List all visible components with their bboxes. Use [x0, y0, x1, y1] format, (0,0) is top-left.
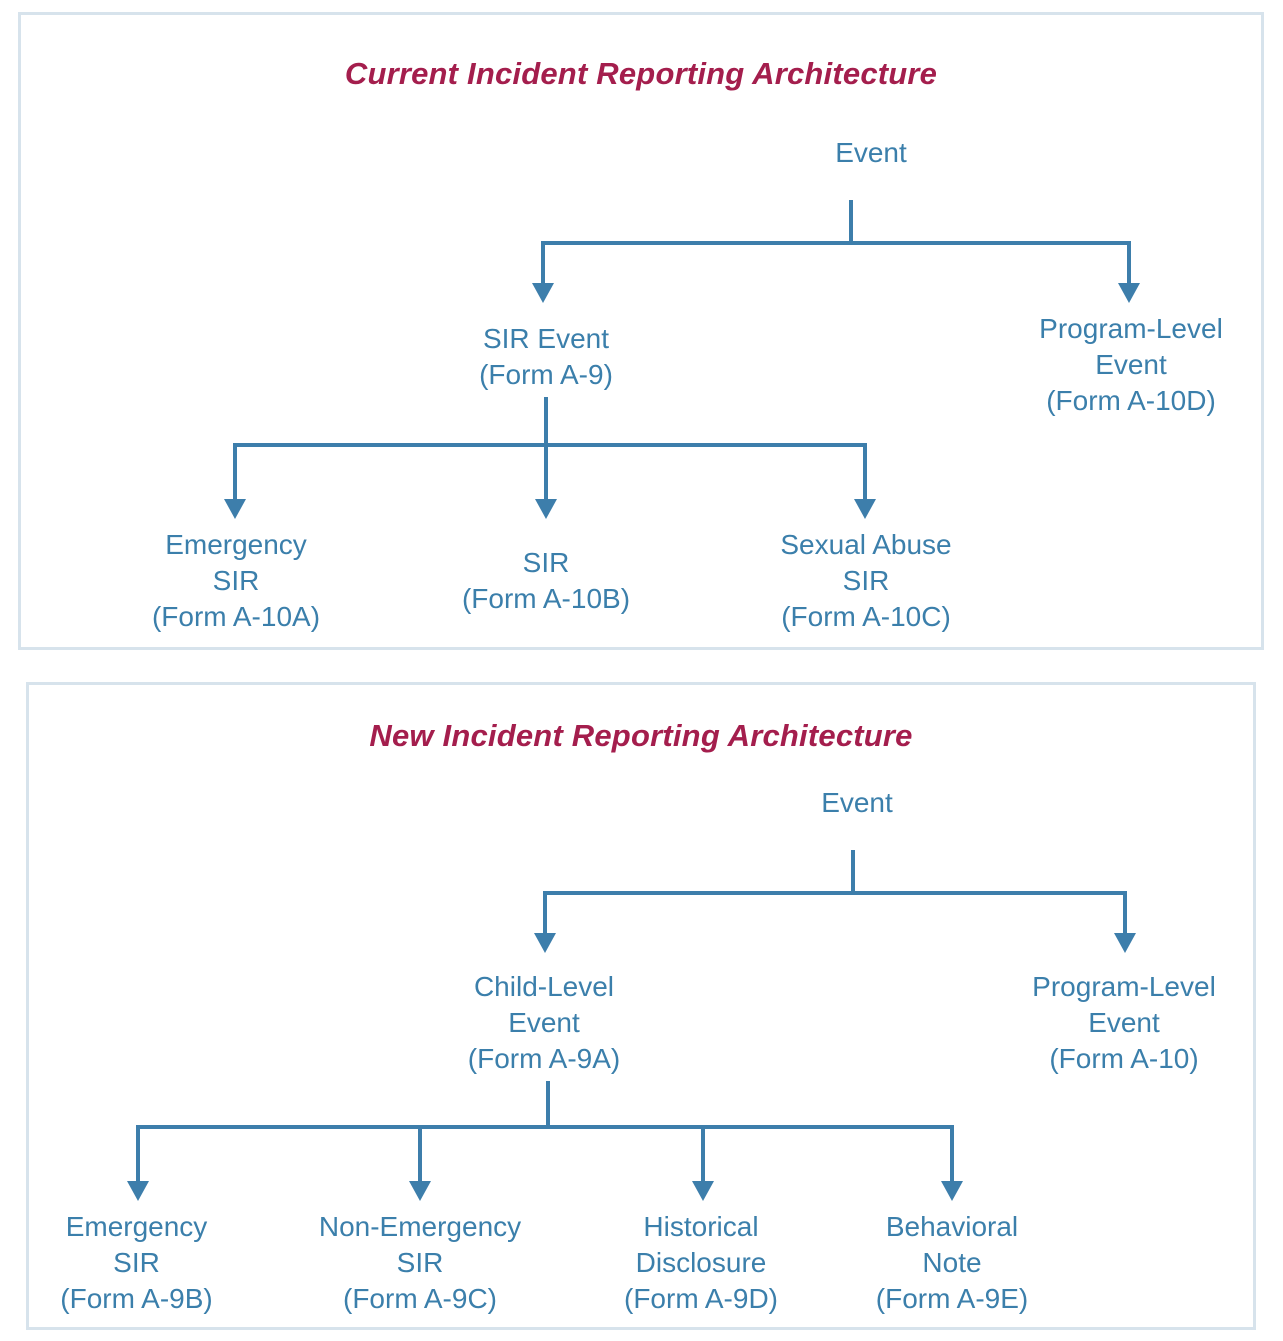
connector-child-drop-4	[950, 1125, 954, 1185]
node-sir-event: SIR Event (Form A-9)	[421, 321, 671, 393]
connector-new-root-stem	[851, 850, 855, 893]
node-line: Emergency	[65, 1211, 208, 1242]
arrow-to-program-level-event	[1118, 283, 1140, 303]
node-line: Historical	[643, 1211, 759, 1242]
node-new-event: Event	[727, 785, 987, 821]
arrow-to-new-program-level-event	[1114, 933, 1136, 953]
node-line: (Form A-9C)	[343, 1282, 497, 1314]
connector-root-left-drop	[541, 241, 545, 287]
node-line: (Form A-10A)	[151, 600, 321, 632]
panel-current-title: Current Incident Reporting Architecture	[344, 56, 938, 91]
node-behavioral-note: Behavioral Note (Form A-9E)	[837, 1209, 1067, 1316]
node-line: (Form A-9D)	[624, 1282, 778, 1314]
node-line: Behavioral	[885, 1211, 1019, 1242]
connector-child-drop-3	[701, 1125, 705, 1185]
arrow-to-child-level-event	[534, 933, 556, 953]
connector-new-root-left-drop	[543, 891, 547, 937]
node-new-emergency-sir: Emergency SIR (Form A-9B)	[24, 1209, 249, 1316]
node-line: Event	[821, 787, 893, 818]
connector-child-stem	[546, 1081, 550, 1127]
node-line: (Form A-10D)	[1046, 384, 1216, 416]
node-sir: SIR (Form A-10B)	[426, 545, 666, 617]
node-program-level-event: Program-Level Event (Form A-10D)	[996, 311, 1266, 418]
node-line: Event	[835, 137, 907, 168]
node-line: SIR	[396, 1246, 444, 1278]
node-line: Program-Level	[1032, 971, 1216, 1002]
node-line: (Form A-10C)	[781, 600, 951, 632]
node-line: SIR	[522, 547, 570, 578]
connector-child-drop-1	[136, 1125, 140, 1185]
node-line: Event	[508, 1006, 580, 1038]
connector-new-root-right-drop	[1123, 891, 1127, 937]
connector-root-right-drop	[1127, 241, 1131, 287]
arrow-to-behavioral-note	[941, 1181, 963, 1201]
arrow-to-non-emergency-sir	[409, 1181, 431, 1201]
node-historical-disclosure: Historical Disclosure (Form A-9D)	[586, 1209, 816, 1316]
node-line: Event	[1088, 1006, 1160, 1038]
arrow-to-historical-disclosure	[692, 1181, 714, 1201]
node-line: SIR	[842, 564, 890, 596]
connector-child-drop-2	[418, 1125, 422, 1185]
connector-root-bar	[541, 241, 1131, 245]
connector-sir-left-drop	[233, 443, 237, 503]
arrow-to-sir-event	[532, 283, 554, 303]
node-line: Emergency	[165, 529, 307, 560]
panel-new-architecture: New Incident Reporting Architecture Even…	[26, 682, 1256, 1330]
node-line: Child-Level	[473, 971, 615, 1002]
node-line: Sexual Abuse	[780, 529, 952, 560]
connector-sir-stem	[544, 397, 548, 445]
arrow-to-emergency-sir	[224, 499, 246, 519]
node-line: Non-Emergency	[318, 1211, 522, 1242]
node-line: SIR Event	[482, 323, 610, 354]
node-sexual-abuse-sir: Sexual Abuse SIR (Form A-10C)	[746, 527, 986, 634]
connector-sir-bar	[233, 443, 867, 447]
node-line: Disclosure	[635, 1246, 767, 1278]
connector-new-root-bar	[543, 891, 1127, 895]
connector-sir-right-drop	[863, 443, 867, 503]
connector-root-stem	[849, 200, 853, 243]
node-emergency-sir: Emergency SIR (Form A-10A)	[116, 527, 356, 634]
node-line: SIR	[113, 1246, 160, 1278]
node-line: SIR	[212, 564, 260, 596]
node-new-program-level-event: Program-Level Event (Form A-10)	[1004, 969, 1244, 1076]
connector-child-bar	[136, 1125, 954, 1129]
node-current-event: Event	[741, 135, 1001, 171]
arrow-to-sexual-abuse-sir	[854, 499, 876, 519]
panel-current-architecture: Current Incident Reporting Architecture …	[18, 12, 1264, 650]
panel-new-title: New Incident Reporting Architecture	[369, 718, 913, 753]
node-line: (Form A-9B)	[60, 1282, 213, 1314]
node-line: Event	[1095, 348, 1167, 380]
arrow-to-new-emergency-sir	[127, 1181, 149, 1201]
node-line: (Form A-10B)	[461, 582, 631, 614]
node-line: Note	[922, 1246, 982, 1278]
node-line: (Form A-10)	[1049, 1042, 1199, 1074]
connector-sir-center-drop	[544, 443, 548, 503]
node-line: Program-Level	[1039, 313, 1223, 344]
node-line: (Form A-9E)	[875, 1282, 1029, 1314]
node-line: (Form A-9A)	[467, 1042, 621, 1074]
node-non-emergency-sir: Non-Emergency SIR (Form A-9C)	[300, 1209, 540, 1316]
node-line: (Form A-9)	[479, 358, 613, 390]
arrow-to-sir	[535, 499, 557, 519]
node-child-level-event: Child-Level Event (Form A-9A)	[424, 969, 664, 1076]
